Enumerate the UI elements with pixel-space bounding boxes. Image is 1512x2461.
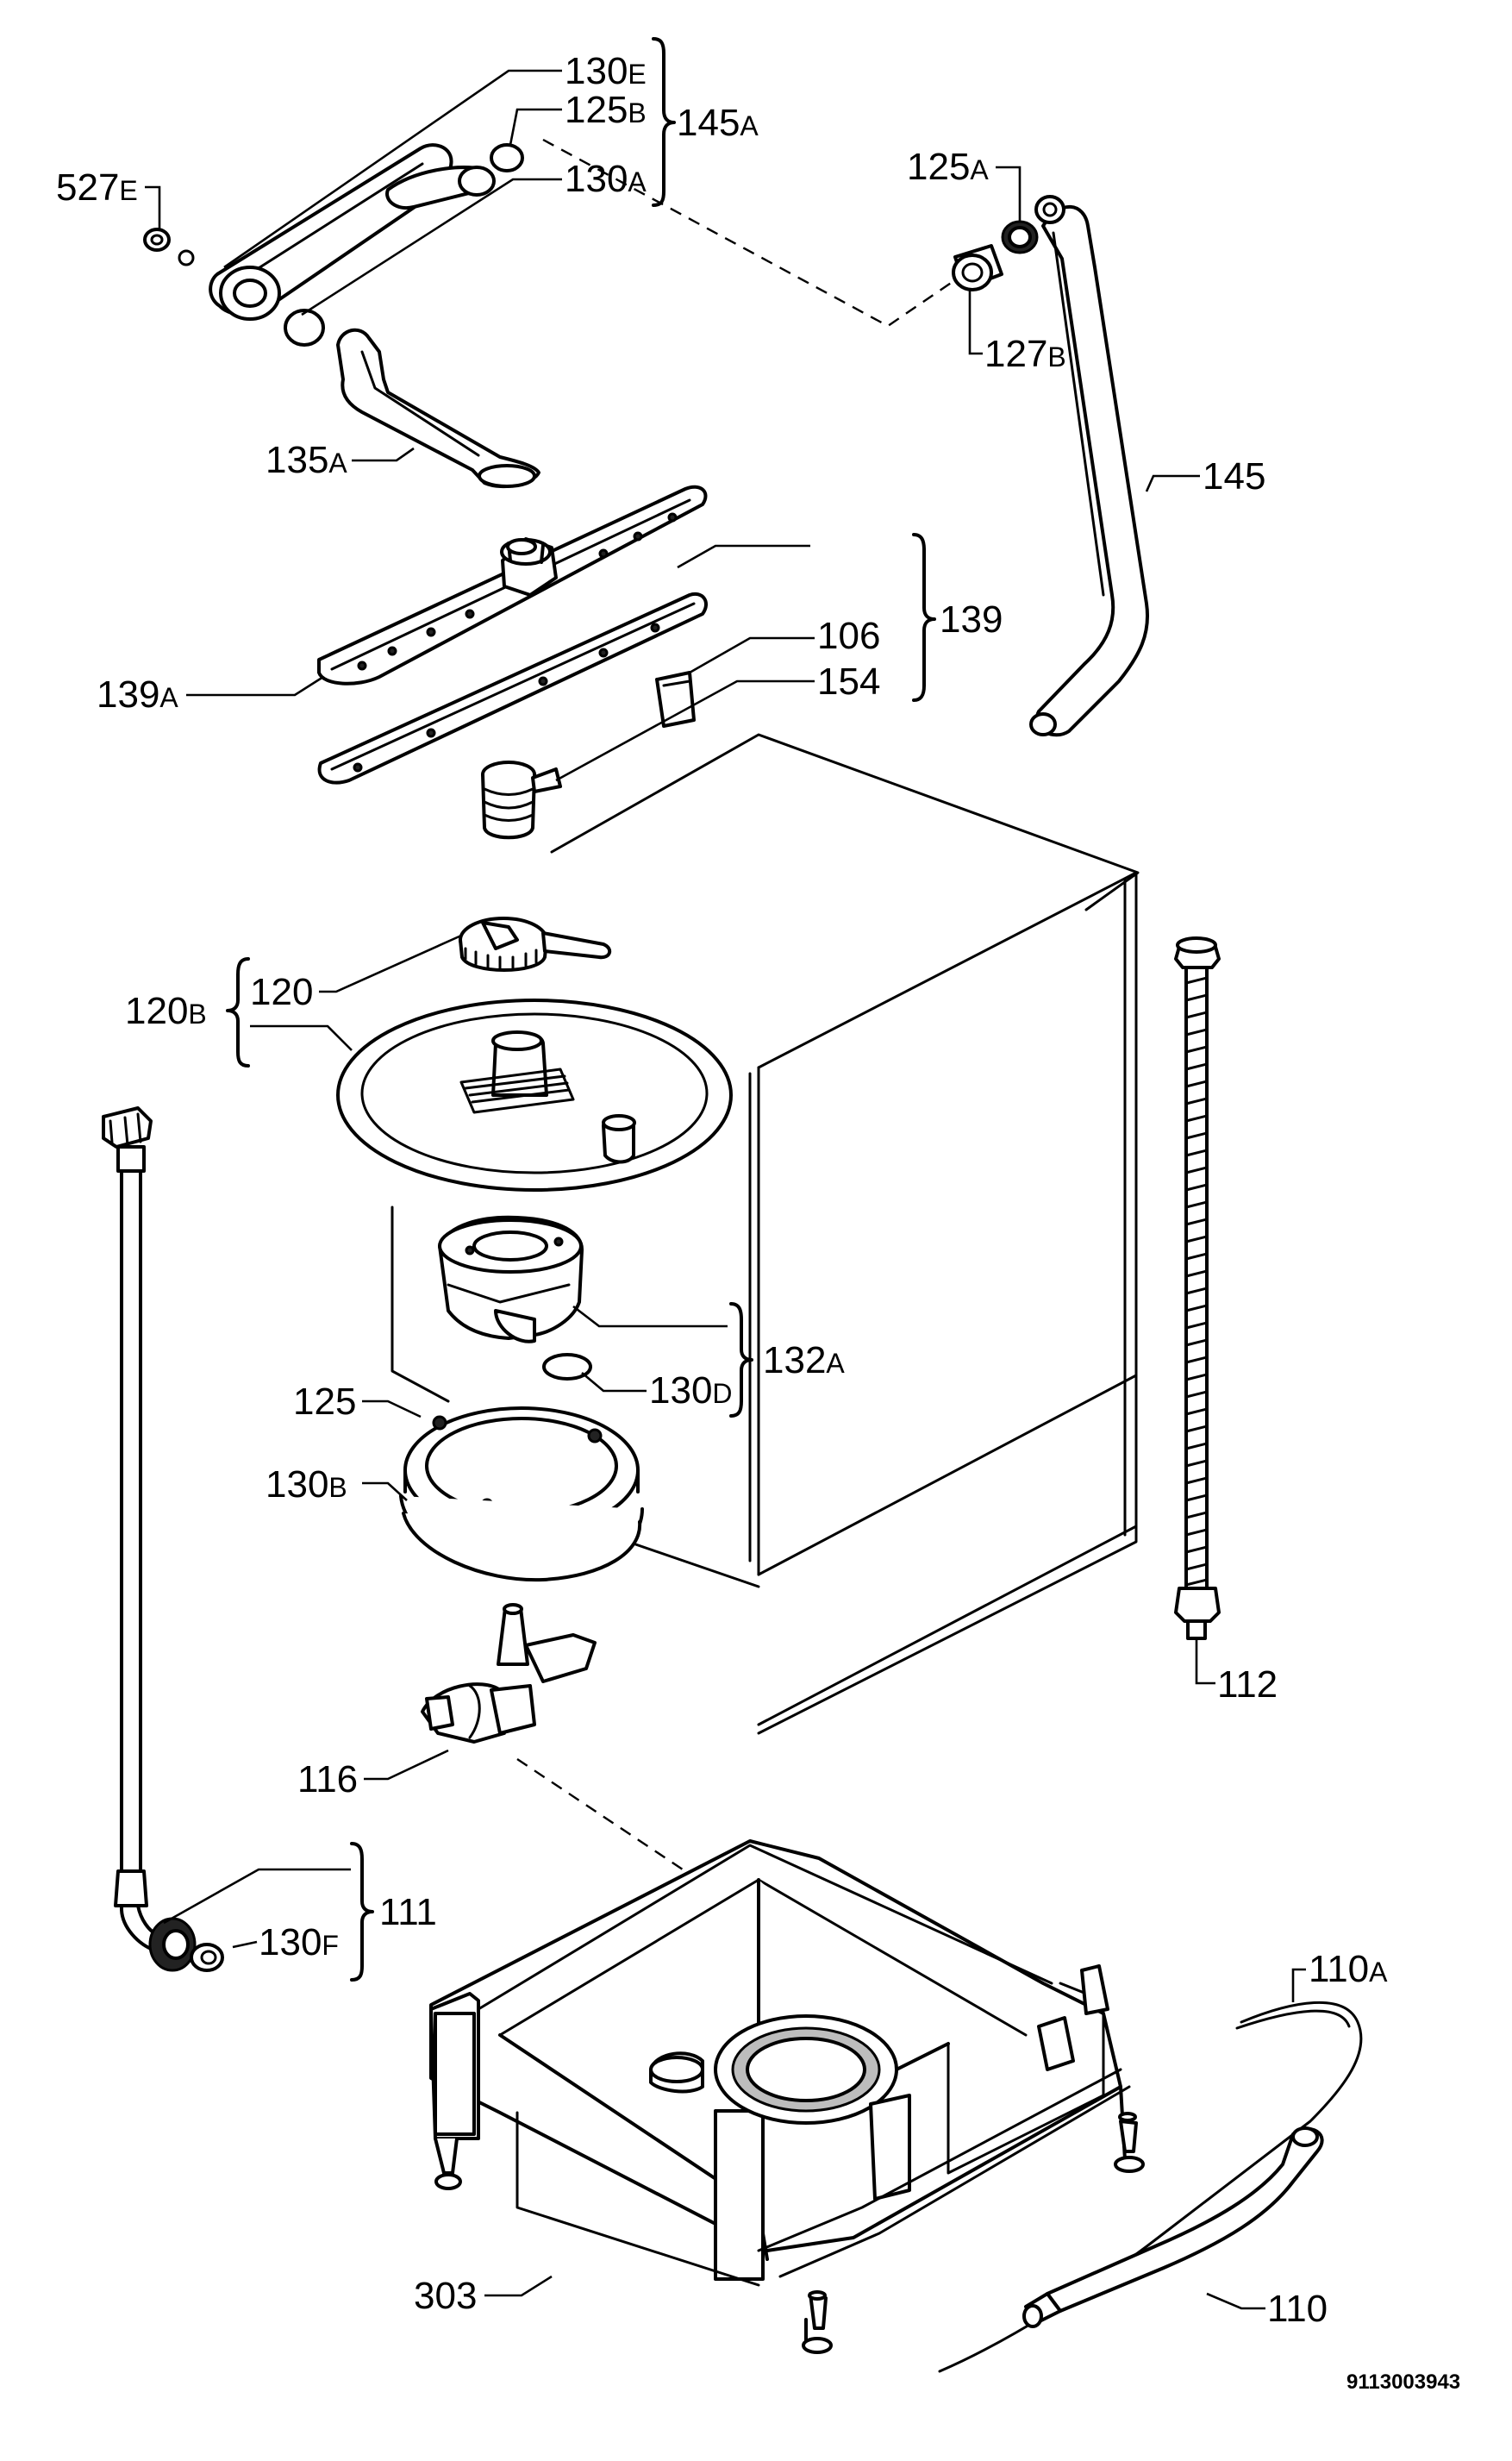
water-supply-tube-145 [1029,195,1149,737]
upper-spray-tube-145a [209,143,496,321]
label-127b: 127B [984,333,1066,375]
label-120: 120 [250,971,313,1013]
label-125b: 125B [565,89,647,131]
leader-lines [145,69,1306,2310]
nut-527e [143,228,195,266]
label-112: 112 [1217,1663,1278,1706]
filter-plate-120b [336,999,733,1192]
braces [226,37,936,1982]
label-527e: 527E [56,166,138,209]
label-303: 303 [414,2275,477,2317]
bearing-154 [481,761,562,840]
seal-ring-125b [490,143,524,172]
sump-housing-132a [438,1215,584,1343]
base-frame-303 [429,1839,1145,2354]
filter-cap-120 [459,917,612,972]
upper-spray-arm-135a [336,328,540,488]
label-116: 116 [297,1758,358,1800]
label-145: 145 [1203,455,1265,498]
lower-spray-arm-139a [317,485,708,686]
label-120b: 120B [125,990,207,1032]
label-110a: 110A [1309,1948,1388,1990]
seal-ring-125a [1001,220,1039,254]
assembly-line-upper [542,138,959,328]
hose-112 [1174,936,1221,1640]
drain-hose-110 [1022,2126,1324,2328]
label-145a: 145A [677,102,759,144]
label-154: 154 [817,661,880,703]
label-132a: 132A [763,1339,845,1381]
document-code: 9113003943 [1346,2370,1460,2394]
label-135a: 135A [266,439,347,481]
label-130d: 130D [649,1369,733,1412]
connector-127b [952,244,1003,291]
seal-ring-130a [284,309,325,347]
label-130b: 130B [266,1463,347,1506]
label-130e: 130E [565,50,647,92]
label-130f: 130F [259,1921,339,1963]
pump-connector-116 [421,1603,597,1744]
clip-106 [655,671,696,728]
inlet-pipe-111 [102,1106,161,1952]
label-125: 125 [293,1381,356,1423]
label-125a: 125A [907,146,989,188]
label-139a: 139A [97,673,178,716]
spray-arm-139 [317,592,708,785]
dishwasher-tub-frame [390,733,1140,1735]
label-110: 110 [1267,2288,1328,2330]
seal-130b [399,1494,644,1582]
label-139: 139 [940,598,1003,641]
part-labels: 130E 125B 145A 130A 527E 125A 127B 135A … [56,50,1460,2394]
label-111: 111 [379,1891,437,1933]
seal-ring-130d [542,1353,592,1381]
label-106: 106 [817,615,880,657]
nut-130f-group [148,1917,224,1972]
label-130a: 130A [565,158,647,200]
drain-hose-110a [938,2001,1363,2373]
